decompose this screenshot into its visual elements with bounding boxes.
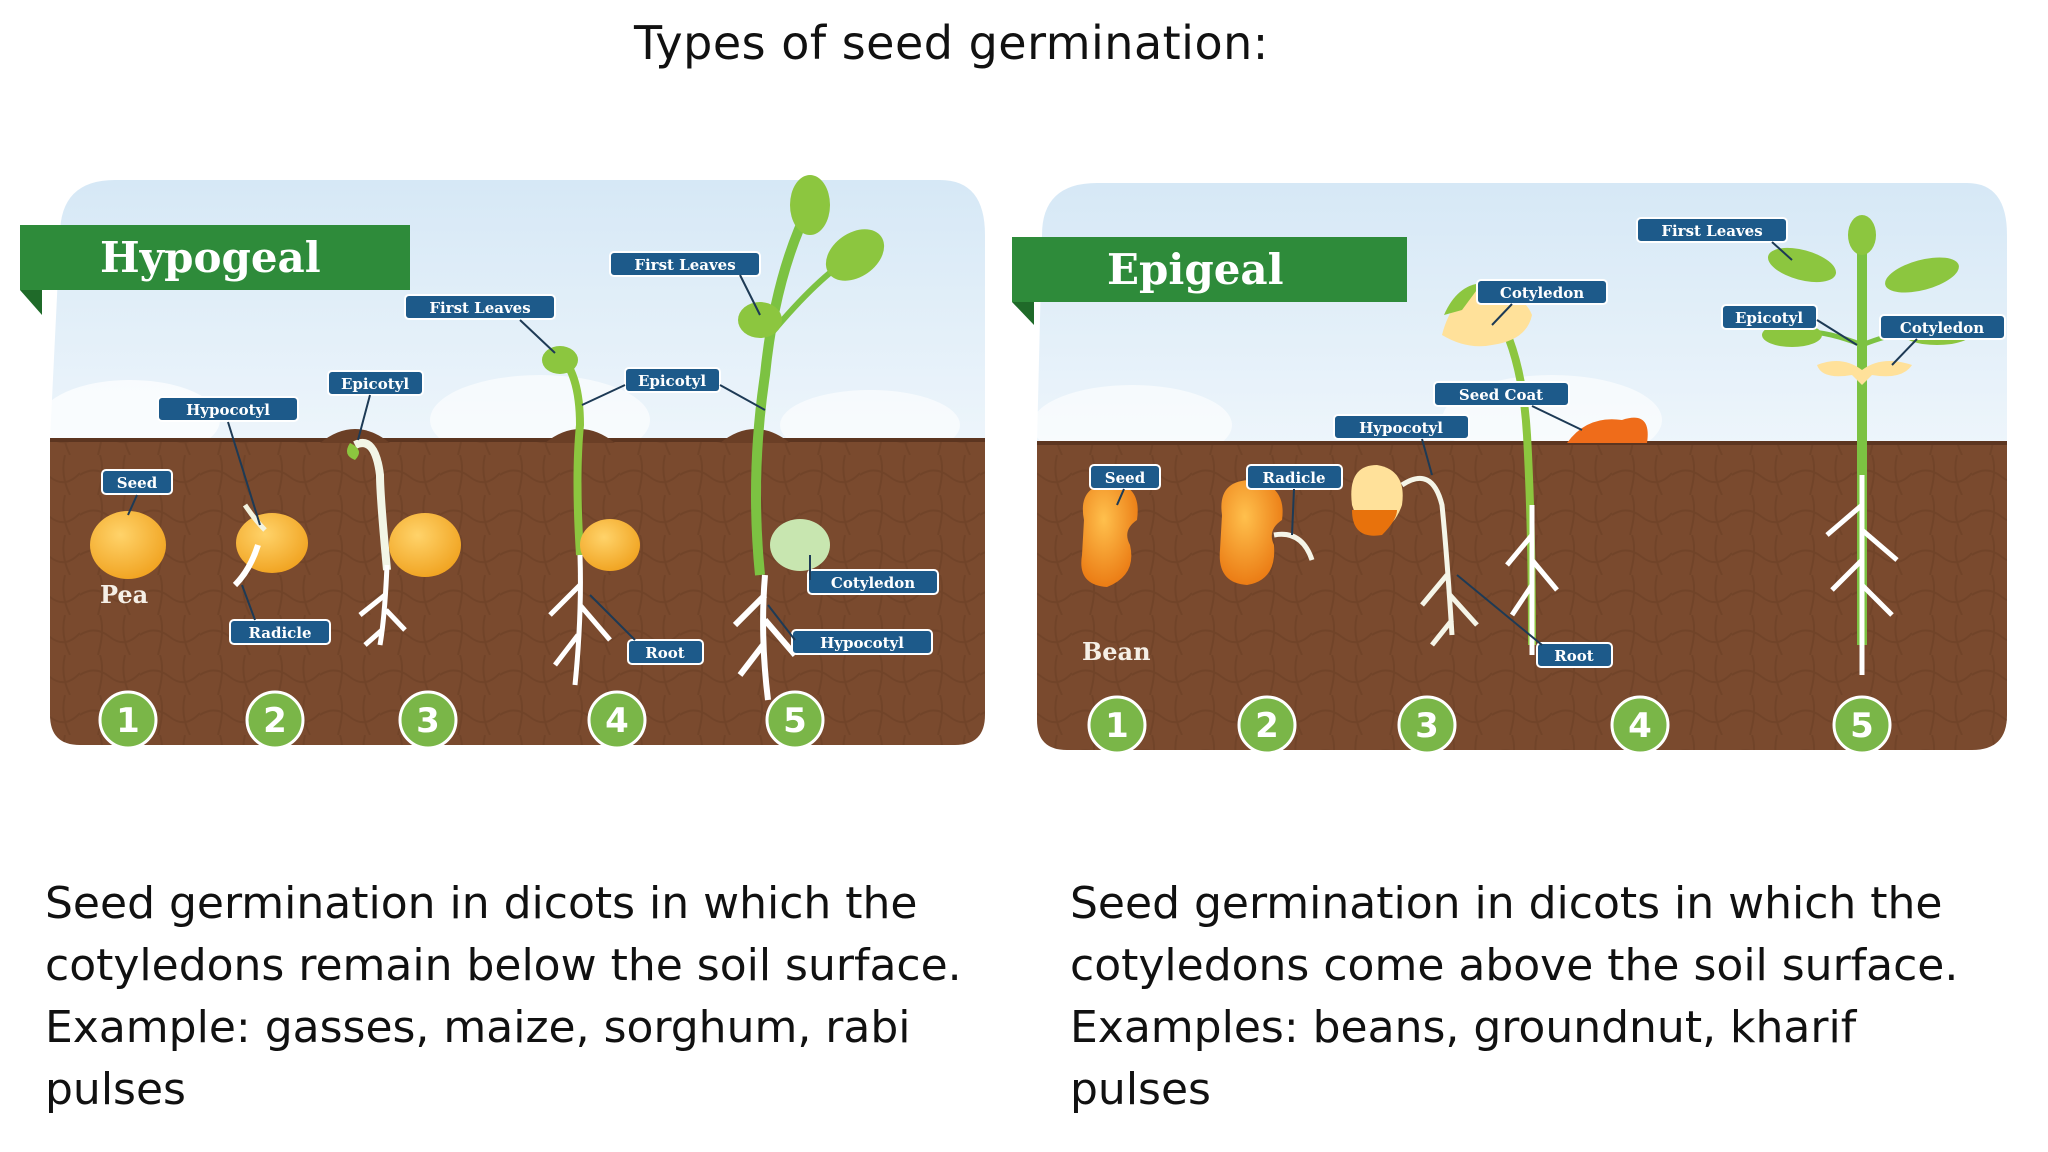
- svg-text:Epicotyl: Epicotyl: [341, 375, 409, 393]
- svg-text:4: 4: [1628, 706, 1652, 746]
- label-cotyledon-5: Cotyledon: [1879, 314, 2006, 366]
- bean-seed-stage1: [1081, 483, 1138, 587]
- label-cotyledon-4: Cotyledon: [1476, 279, 1608, 326]
- svg-text:Seed: Seed: [117, 474, 158, 492]
- epigeal-description: Seed germination in dicots in which the …: [1070, 878, 1959, 1115]
- svg-text:Radicle: Radicle: [1262, 469, 1325, 487]
- svg-text:1: 1: [1105, 706, 1129, 746]
- stage-number-3: 3: [1397, 695, 1457, 755]
- label-root: Root: [589, 594, 704, 665]
- svg-text:3: 3: [416, 701, 440, 741]
- svg-text:1: 1: [116, 701, 140, 741]
- hypogeal-tag: [20, 225, 410, 303]
- svg-text:2: 2: [1255, 706, 1279, 746]
- svg-text:3: 3: [1415, 706, 1439, 746]
- svg-text:Hypocotyl: Hypocotyl: [186, 401, 270, 419]
- label-hypocotyl-5: Hypocotyl: [767, 604, 933, 655]
- stage-number-1: 1: [98, 690, 158, 750]
- svg-text:Cotyledon: Cotyledon: [831, 574, 915, 592]
- label-cotyledon: Cotyledon: [807, 555, 939, 595]
- label-seed: Seed: [1089, 464, 1161, 506]
- pea-cotyledon-stage4: [580, 519, 640, 571]
- svg-text:Radicle: Radicle: [248, 624, 311, 642]
- pea-seed-stage3: [389, 513, 461, 577]
- svg-text:Cotyledon: Cotyledon: [1900, 319, 1984, 337]
- pea-seed-stage1: [90, 511, 166, 579]
- svg-text:First Leaves: First Leaves: [429, 299, 530, 317]
- stage-number-2: 2: [245, 690, 305, 750]
- hypogeal-tag-text: Hypogeal: [100, 233, 321, 282]
- epigeal-tag-text: Epigeal: [1107, 245, 1284, 294]
- hypogeal-description: Seed germination in dicots in which the …: [45, 878, 962, 1115]
- svg-text:Seed: Seed: [1105, 469, 1146, 487]
- svg-text:Cotyledon: Cotyledon: [1500, 284, 1584, 302]
- stage-number-5: 5: [1832, 695, 1892, 755]
- seed-coat-fragment: [1567, 417, 1648, 443]
- label-root: Root: [1456, 574, 1613, 668]
- svg-text:Hypocotyl: Hypocotyl: [1359, 419, 1443, 437]
- svg-text:2: 2: [263, 701, 287, 741]
- cotyledon-stage5: [1817, 361, 1912, 385]
- epicotyl-hook-stage3: [346, 443, 359, 460]
- stem-stage5: [751, 202, 815, 576]
- svg-text:Root: Root: [1554, 647, 1593, 665]
- svg-text:Hypocotyl: Hypocotyl: [820, 634, 904, 652]
- label-radicle: Radicle: [1246, 464, 1343, 536]
- stage-number-4: 4: [1610, 695, 1670, 755]
- svg-text:Root: Root: [645, 644, 684, 662]
- stage-number-4: 4: [587, 690, 647, 750]
- cotyledon-stage5: [770, 519, 830, 571]
- seed-name-bean: Bean: [1082, 637, 1151, 666]
- label-hypocotyl-top: Hypocotyl: [157, 396, 299, 526]
- stem-stage4: [557, 352, 585, 556]
- label-epicotyl-3: Epicotyl: [327, 370, 424, 441]
- svg-text:Epicotyl: Epicotyl: [1735, 309, 1803, 327]
- label-first-leaves: First Leaves: [1636, 217, 1793, 261]
- label-seed: Seed: [101, 469, 173, 516]
- stage-number-1: 1: [1087, 695, 1147, 755]
- label-epicotyl: Epicotyl: [1721, 304, 1858, 346]
- svg-text:5: 5: [1850, 706, 1874, 746]
- stage-number-2: 2: [1237, 695, 1297, 755]
- page-title: Types of seed germination:: [634, 16, 1269, 70]
- bean-seed-stage2: [1219, 480, 1283, 585]
- seed-name-pea: Pea: [100, 580, 148, 609]
- label-radicle: Radicle: [229, 584, 331, 645]
- label-first-leaves-4: First Leaves: [404, 294, 556, 354]
- epigeal-tag: [1012, 237, 1407, 302]
- svg-text:First Leaves: First Leaves: [1661, 222, 1762, 240]
- label-first-leaves-5: First Leaves: [609, 251, 761, 316]
- epigeal-panel: Epigeal Seed Radicle Hypocotyl Seed Coat…: [1012, 175, 2012, 765]
- svg-text:First Leaves: First Leaves: [634, 256, 735, 274]
- label-hypocotyl: Hypocotyl: [1333, 414, 1470, 476]
- svg-text:Seed Coat: Seed Coat: [1459, 386, 1543, 404]
- svg-text:Epicotyl: Epicotyl: [638, 372, 706, 390]
- stage-number-5: 5: [765, 690, 825, 750]
- stage-number-3: 3: [398, 690, 458, 750]
- label-epicotyl-4: Epicotyl: [581, 367, 766, 411]
- hypogeal-panel: Hypogeal Seed Hypocotyl Radicle Epicotyl…: [20, 175, 1000, 765]
- label-seed-coat: Seed Coat: [1433, 381, 1583, 431]
- svg-text:4: 4: [605, 701, 629, 741]
- svg-text:5: 5: [783, 701, 807, 741]
